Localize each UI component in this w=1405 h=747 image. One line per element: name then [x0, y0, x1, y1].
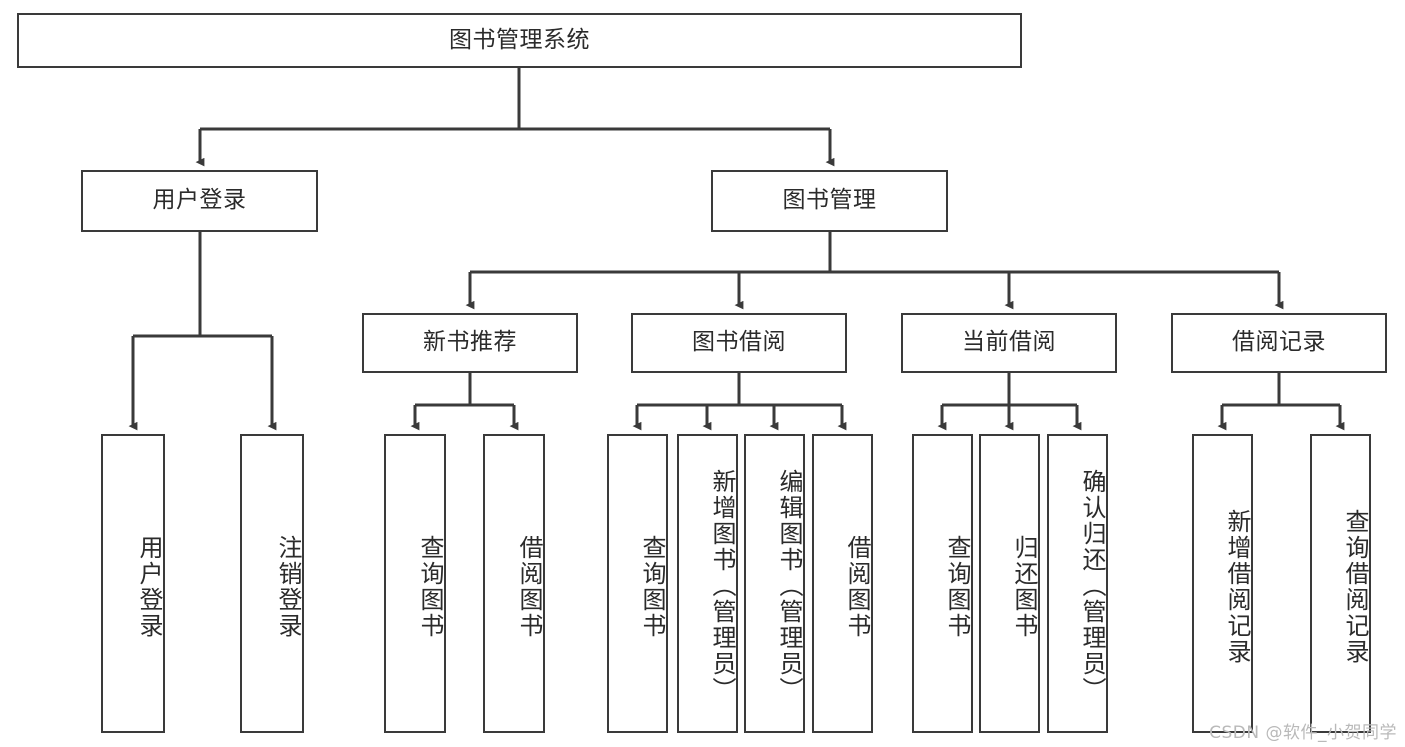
node-leaf-confirm-return-label: 确认归还（管理员）: [1078, 468, 1106, 703]
node-book-management[interactable]: 图书管理: [711, 170, 948, 232]
node-leaf-borrow-book-2-label: 借阅图书: [843, 534, 871, 639]
node-leaf-edit-book[interactable]: 编辑图书（管理员）: [744, 434, 805, 733]
node-leaf-query-record-label: 查询借阅记录: [1341, 508, 1369, 665]
node-leaf-query-record[interactable]: 查询借阅记录: [1310, 434, 1371, 733]
node-book-borrow[interactable]: 图书借阅: [631, 313, 847, 373]
node-root-system[interactable]: 图书管理系统: [17, 13, 1022, 68]
node-leaf-query-book-3[interactable]: 查询图书: [912, 434, 973, 733]
node-book-management-label: 图书管理: [782, 187, 877, 214]
node-leaf-return-book-label: 归还图书: [1010, 534, 1038, 639]
node-leaf-user-login-label: 用户登录: [135, 534, 163, 639]
node-leaf-query-book-1[interactable]: 查询图书: [384, 434, 446, 733]
node-leaf-confirm-return[interactable]: 确认归还（管理员）: [1047, 434, 1108, 733]
csdn-watermark: CSDN @软件_小贺同学: [1209, 723, 1397, 743]
node-leaf-add-book[interactable]: 新增图书（管理员）: [677, 434, 738, 733]
node-user-login-label: 用户登录: [152, 187, 247, 214]
node-user-login[interactable]: 用户登录: [81, 170, 318, 232]
node-borrow-record[interactable]: 借阅记录: [1171, 313, 1387, 373]
node-book-borrow-label: 图书借阅: [692, 329, 786, 356]
node-leaf-query-book-1-label: 查询图书: [416, 534, 444, 639]
node-leaf-borrow-book-1-label: 借阅图书: [515, 534, 543, 639]
node-leaf-user-logout[interactable]: 注销登录: [240, 434, 304, 733]
node-new-book-recommend[interactable]: 新书推荐: [362, 313, 578, 373]
node-leaf-return-book[interactable]: 归还图书: [979, 434, 1040, 733]
node-leaf-borrow-book-2[interactable]: 借阅图书: [812, 434, 873, 733]
node-leaf-borrow-book-1[interactable]: 借阅图书: [483, 434, 545, 733]
node-leaf-edit-book-label: 编辑图书（管理员）: [775, 468, 803, 703]
node-current-borrow[interactable]: 当前借阅: [901, 313, 1117, 373]
node-new-book-recommend-label: 新书推荐: [423, 329, 517, 356]
node-borrow-record-label: 借阅记录: [1232, 329, 1326, 356]
node-leaf-add-record[interactable]: 新增借阅记录: [1192, 434, 1253, 733]
node-leaf-query-book-3-label: 查询图书: [943, 534, 971, 639]
node-root-system-label: 图书管理系统: [449, 26, 590, 53]
node-leaf-add-record-label: 新增借阅记录: [1223, 508, 1251, 665]
node-leaf-user-login[interactable]: 用户登录: [101, 434, 165, 733]
node-leaf-user-logout-label: 注销登录: [274, 534, 302, 639]
node-current-borrow-label: 当前借阅: [962, 329, 1056, 356]
node-leaf-query-book-2[interactable]: 查询图书: [607, 434, 668, 733]
node-leaf-query-book-2-label: 查询图书: [638, 534, 666, 639]
node-leaf-add-book-label: 新增图书（管理员）: [708, 468, 736, 703]
